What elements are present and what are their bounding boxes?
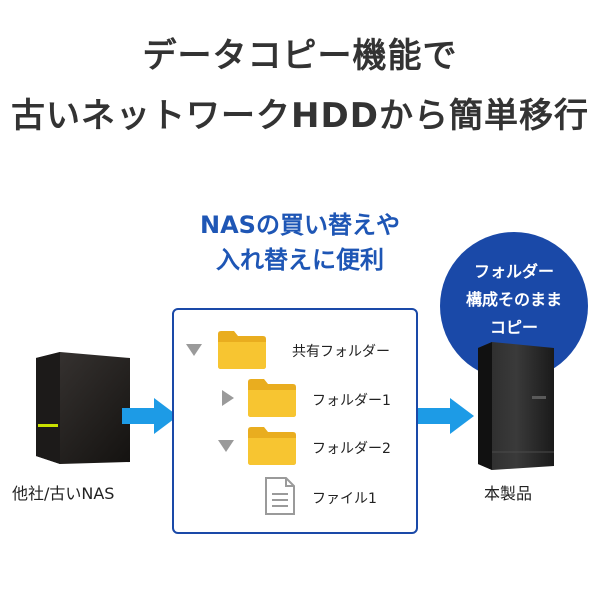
collapse-triangle-icon — [186, 344, 202, 356]
collapse-triangle-icon — [218, 440, 234, 452]
nas-led-icon — [38, 424, 58, 427]
folder-icon — [248, 379, 296, 417]
badge-line-3: コピー — [489, 318, 538, 337]
headline-line-2: 古いネットワークHDDから簡単移行 — [11, 96, 589, 136]
folder-icon — [218, 331, 266, 369]
old-nas-label: 他社/古いNAS — [12, 484, 115, 503]
new-nas-device-icon — [478, 342, 554, 470]
tree-label-file-1: ファイル1 — [312, 491, 377, 507]
expand-triangle-icon — [222, 390, 234, 406]
subheadline-line-1: NASの買い替えや — [200, 211, 400, 239]
badge-line-1: フォルダー — [473, 262, 554, 281]
folder-icon — [248, 427, 296, 465]
feature-badge: フォルダー 構成そのまま コピー — [440, 232, 588, 380]
arrow-right-icon — [418, 398, 474, 434]
subheadline-line-2: 入れ替えに便利 — [216, 246, 384, 274]
file-icon — [265, 477, 295, 515]
new-product-label: 本製品 — [484, 484, 533, 503]
tree-label-folder-2: フォルダー2 — [312, 441, 391, 457]
folder-tree-panel: 共有フォルダー フォルダー1 フォルダー2 ファイル1 — [172, 308, 418, 534]
badge-line-2: 構成そのまま — [465, 290, 562, 309]
tree-label-folder-1: フォルダー1 — [312, 393, 391, 409]
headline-line-1: データコピー機能で — [142, 36, 458, 76]
arrow-right-icon — [122, 398, 178, 434]
old-nas-device-icon — [36, 352, 130, 464]
tree-label-shared-folder: 共有フォルダー — [292, 344, 390, 360]
